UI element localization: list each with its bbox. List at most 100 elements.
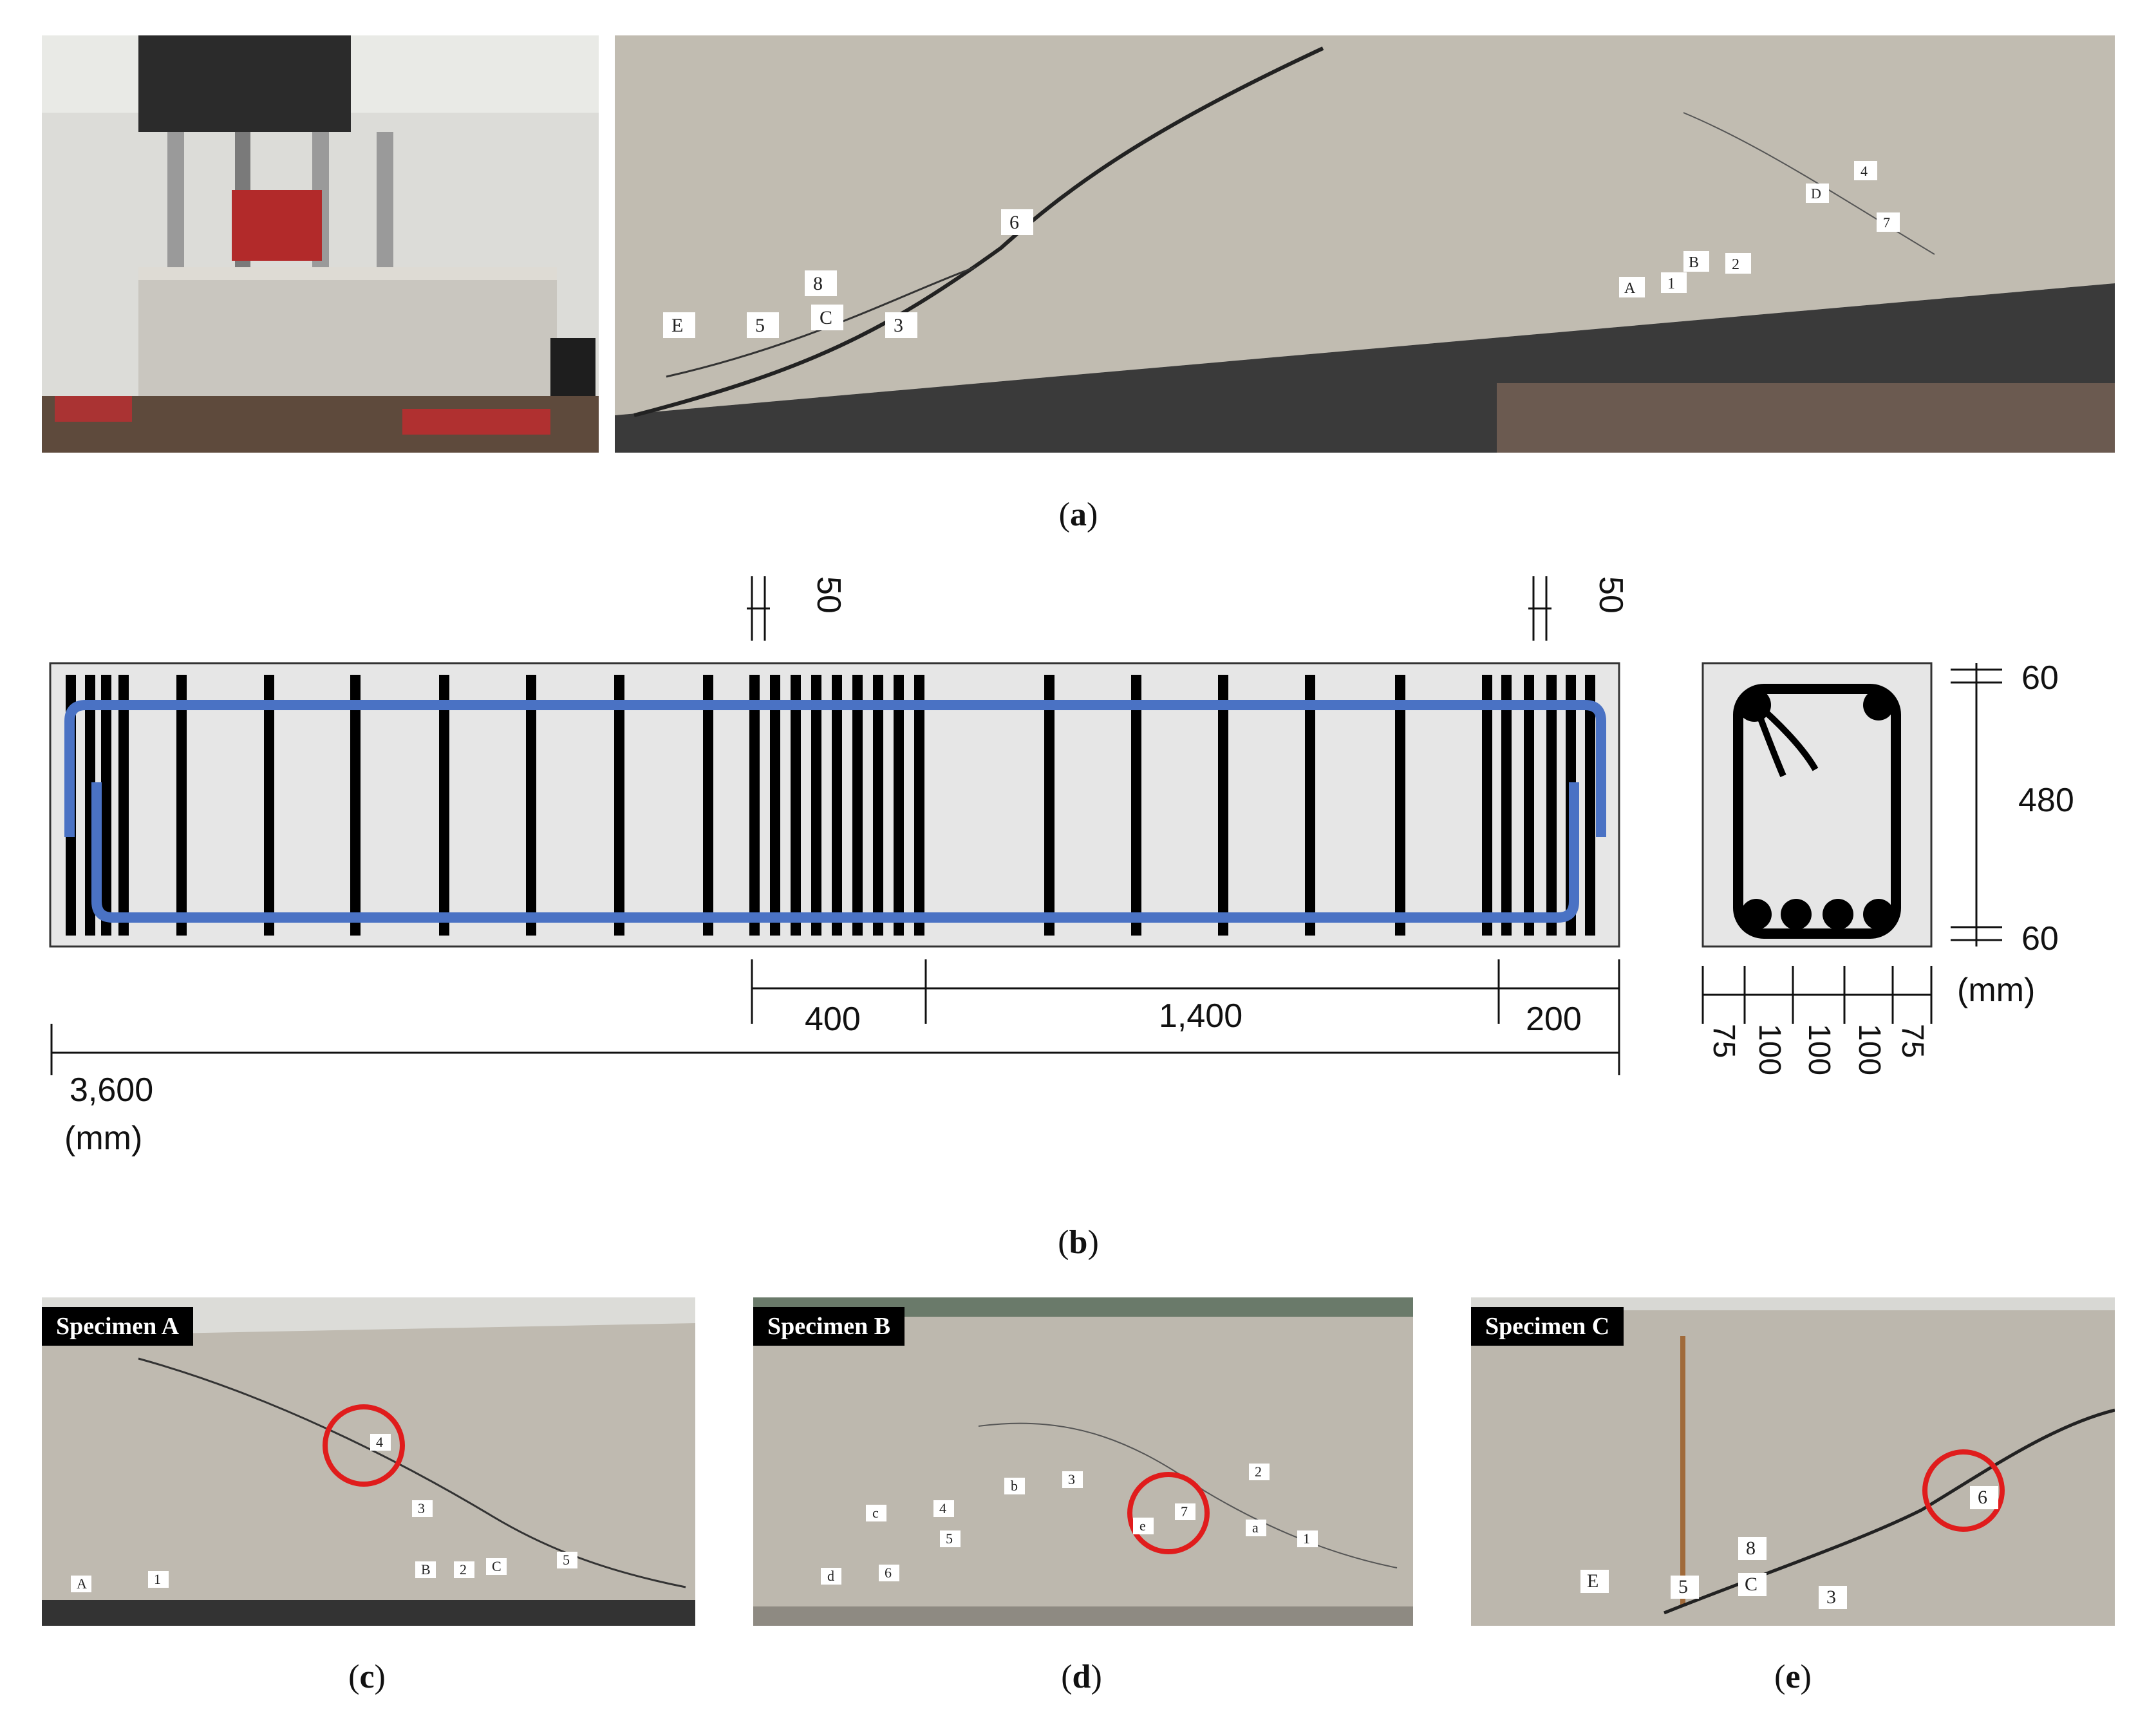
stirrup-bar (1501, 675, 1512, 936)
stirrup-bar (1524, 675, 1534, 936)
tag-a-1: 1 (1667, 276, 1675, 292)
stirrup-bar (1218, 675, 1228, 936)
stirrup-bar (1305, 675, 1315, 936)
tag-a-D: D (1811, 185, 1821, 202)
tag-a-3: 3 (894, 315, 903, 336)
stirrup-bar (1585, 675, 1595, 936)
stirrup-bar (118, 675, 129, 936)
tag-c-C: C (492, 1558, 502, 1574)
caption-a: (a) (1058, 496, 1098, 533)
specimen-c-badge: Specimen C (1471, 1307, 1624, 1346)
highlight-circle-a (323, 1404, 405, 1487)
top-bar-right (1863, 690, 1894, 720)
section-width-1: 75 (1707, 1024, 1741, 1058)
tag-e-E: E (1587, 1570, 1598, 1592)
stirrup-bar (526, 675, 536, 936)
stirrup-bar (894, 675, 904, 936)
cracked-beam-illustration: E 5 C 3 8 6 A 1 B 2 D 4 7 (615, 35, 2115, 453)
stirrup-bar (1546, 675, 1557, 936)
section-width-5: 75 (1895, 1024, 1929, 1058)
stirrup-bar (350, 675, 361, 936)
bottom-bar-2 (1781, 899, 1812, 930)
section-top-cover-label: 60 (2021, 659, 2059, 697)
specimen-b-badge: Specimen B (753, 1307, 905, 1346)
tag-c-5: 5 (563, 1552, 570, 1568)
bottom-bar-4 (1863, 899, 1894, 930)
dim-spans (50, 959, 1620, 1075)
tag-d-6: 6 (885, 1565, 892, 1581)
section-width-2: 100 (1752, 1024, 1786, 1075)
caption-d: (d) (1061, 1659, 1102, 1695)
tag-d-3: 3 (1068, 1471, 1075, 1487)
tag-a-B: B (1689, 254, 1699, 271)
bottom-longitudinal-bar (91, 782, 1579, 923)
stirrup-bar (1395, 675, 1405, 936)
stirrup-bar (1482, 675, 1492, 936)
tag-a-6: 6 (1009, 212, 1019, 233)
tag-d-e: e (1139, 1518, 1146, 1534)
stirrup-bar (852, 675, 863, 936)
caption-c: (c) (348, 1659, 386, 1695)
section-width-4: 100 (1852, 1024, 1886, 1075)
tag-a-2: 2 (1732, 256, 1739, 273)
tag-a-4: 4 (1861, 163, 1868, 179)
photo-specimen-a: 4 3 A 1 B 2 C 5 Specimen A (42, 1297, 695, 1626)
tag-e-3: 3 (1826, 1586, 1836, 1608)
stirrup-bar (873, 675, 883, 936)
specimen-a-badge: Specimen A (42, 1307, 194, 1346)
stirrup-bar (614, 675, 624, 936)
stirrup-bar (1131, 675, 1141, 936)
section-height-label: 480 (2018, 782, 2074, 819)
stirrup-bar (1044, 675, 1055, 936)
dim-200-label: 200 (1526, 1001, 1582, 1038)
photo-specimen-b: b 3 2 c 4 5 e 7 a 1 d 6 Specimen B (753, 1297, 1413, 1626)
reinforcement-drawing: 50 50 400 1,400 200 3,600 (mm) 60 480 60 (49, 576, 2074, 1157)
tag-d-5: 5 (946, 1530, 953, 1547)
tag-e-8: 8 (1746, 1538, 1756, 1559)
tag-e-C: C (1745, 1574, 1758, 1595)
dim-total-label: 3,600 (70, 1071, 153, 1109)
section-stirrup (1733, 684, 1901, 939)
stirrup-bar (703, 675, 713, 936)
tag-c-4: 4 (376, 1434, 383, 1450)
stirrup-bar (264, 675, 274, 936)
tag-c-3: 3 (418, 1500, 425, 1516)
tag-a-7: 7 (1883, 214, 1890, 231)
tag-d-2: 2 (1255, 1464, 1262, 1480)
photo-cracked-beam: E 5 C 3 8 6 A 1 B 2 D 4 7 (615, 35, 2115, 453)
section-unit-label: (mm) (1957, 972, 2035, 1009)
caption-b: (b) (1058, 1224, 1099, 1261)
top-bar-left (1738, 688, 1771, 722)
tag-e-5: 5 (1678, 1576, 1688, 1597)
photo-test-setup (42, 35, 599, 453)
section-width-3: 100 (1802, 1024, 1836, 1075)
tag-a-5: 5 (755, 315, 765, 336)
stirrups (66, 675, 1595, 936)
tag-d-4: 4 (939, 1500, 946, 1516)
bottom-bar-3 (1823, 899, 1853, 930)
top-longitudinal-bar (64, 700, 1606, 837)
stirrup-bar (749, 675, 760, 936)
stirrup-bar (832, 675, 842, 936)
stirrup-bar (811, 675, 821, 936)
stirrup-bar (101, 675, 111, 936)
section-vertical-dims (1951, 663, 2002, 946)
tag-d-1: 1 (1303, 1530, 1310, 1547)
tag-d-d: d (827, 1568, 834, 1584)
dim-400-label: 400 (805, 1001, 861, 1038)
tag-a-A: A (1624, 280, 1636, 297)
bottom-bar-1 (1741, 899, 1772, 930)
dim-unit-label: (mm) (64, 1120, 142, 1157)
stirrup-bar (439, 675, 449, 936)
dim-top-right (1528, 576, 1551, 641)
tag-e-6: 6 (1978, 1487, 1987, 1508)
tag-c-B: B (421, 1561, 431, 1577)
tag-a-8: 8 (813, 273, 823, 294)
tag-c-1: 1 (154, 1571, 161, 1587)
tag-c-2: 2 (460, 1561, 467, 1577)
stirrup-bar (791, 675, 801, 936)
highlight-circle-b (1127, 1472, 1210, 1554)
tag-a-E: E (671, 315, 683, 336)
tag-d-7: 7 (1181, 1503, 1188, 1520)
tag-a-C: C (820, 307, 832, 328)
